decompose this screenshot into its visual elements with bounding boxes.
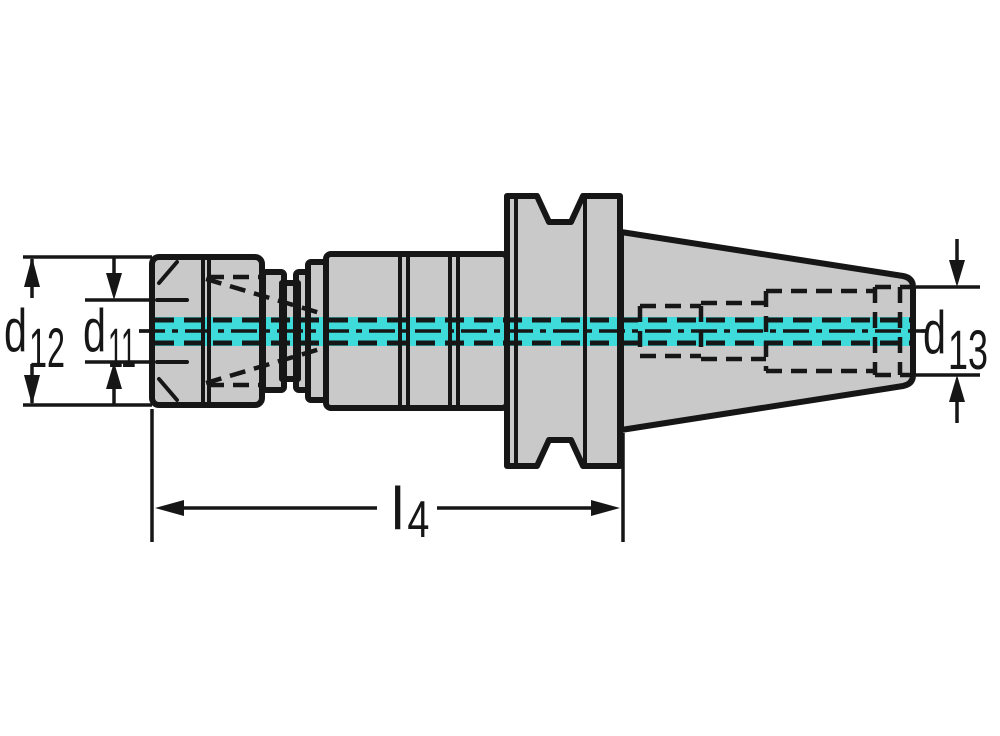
d13-arrow-down-icon: [949, 260, 965, 287]
bore-step3-hidden-lines: [763, 288, 875, 374]
taper-shank-outline: [618, 229, 916, 433]
l4-arrow-left-icon: [155, 500, 184, 516]
d11-extension-lines: [85, 298, 152, 364]
d12-arrow-up-icon: [24, 257, 40, 287]
d13-extension-lines: [916, 285, 980, 377]
v-groove-flange-outline: [504, 193, 623, 469]
d12-arrow-down-icon: [24, 375, 40, 405]
dimension-labels: d12 d11 d13 l4: [4, 297, 988, 549]
l4-arrow-right-icon: [591, 500, 620, 516]
dimension-label-d13: d13: [923, 299, 988, 381]
d11-arrow-up-icon: [106, 362, 122, 389]
hidden-line-dashes: [205, 274, 912, 388]
dimension-label-d11: d11: [83, 297, 136, 379]
dimension-label-l4: l4: [391, 475, 429, 549]
d11-arrow-down-icon: [106, 273, 122, 300]
dimension-l4: [150, 409, 625, 542]
dimension-d13: [916, 239, 980, 423]
l4-extension-lines: [150, 409, 625, 542]
dimension-d12: [23, 255, 152, 407]
coolant-bore-dashes: [155, 317, 910, 346]
d13-arrow-up-icon: [949, 375, 965, 402]
d12-extension-lines: [23, 255, 152, 407]
nut-face-flat-lines: [155, 298, 189, 364]
nut-face-chamfer-lines: [157, 260, 179, 402]
bore-step1-hidden-lines: [637, 303, 704, 359]
bore-step2-hidden-lines: [701, 300, 766, 362]
dimension-label-d12: d12: [4, 297, 65, 379]
collet-cone-hidden-lines: [205, 274, 321, 388]
dimension-d11: [85, 257, 152, 405]
